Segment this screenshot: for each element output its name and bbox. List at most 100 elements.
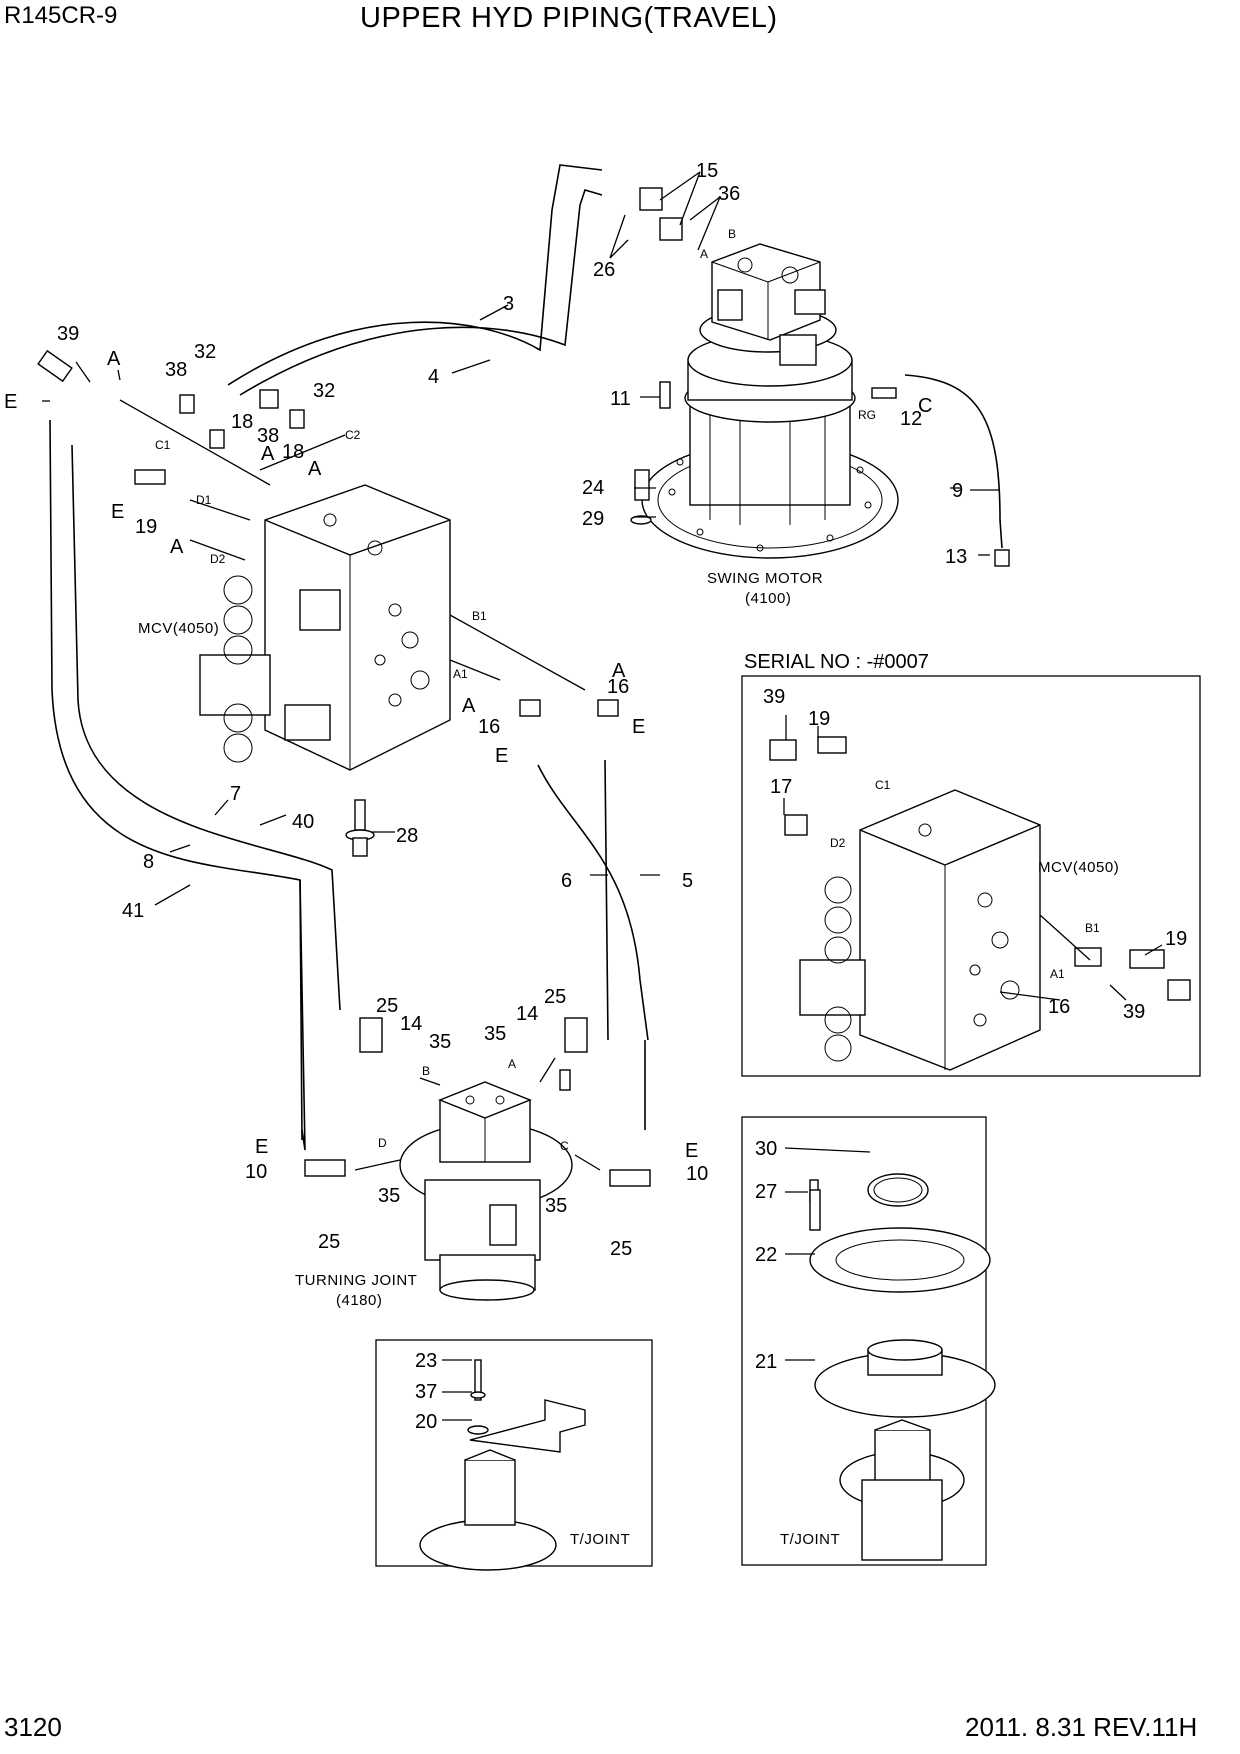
callout-10-left: 10: [245, 1161, 267, 1183]
callout-16-inset: 16: [1048, 996, 1070, 1018]
callout-13: 13: [945, 546, 967, 568]
callout-27: 27: [755, 1181, 777, 1203]
callout-4: 4: [428, 366, 439, 388]
callout-5: 5: [682, 870, 693, 892]
tjoint-right-assembly: [809, 1173, 996, 1561]
port-motor-rg: RG: [858, 408, 876, 422]
callout-26: 26: [593, 259, 615, 281]
port-inset-b1: B1: [1085, 921, 1100, 935]
port-inset-d2: D2: [830, 836, 846, 850]
caption-mcv-main: MCV(4050): [138, 620, 219, 637]
callout-18-left: 18: [231, 411, 253, 433]
callout-39-top: 39: [57, 323, 79, 345]
callout-38-top: 38: [165, 359, 187, 381]
callout-25-left: 25: [376, 995, 398, 1017]
callout-24: 24: [582, 477, 604, 499]
fittings: [37, 187, 1191, 1231]
callout-22: 22: [755, 1244, 777, 1266]
callout-14-right: 14: [516, 1003, 538, 1025]
caption-mcv-inset: MCV(4050): [1038, 859, 1119, 876]
callout-32-right: 32: [313, 380, 335, 402]
port-c2: C2: [345, 428, 361, 442]
port-tj-a: A: [508, 1057, 516, 1071]
caption-swing-motor-code: (4100): [745, 590, 791, 607]
callout-25-lower-right: 25: [610, 1238, 632, 1260]
caption-turning-joint-code: (4180): [336, 1292, 382, 1309]
port-tj-b: B: [422, 1064, 430, 1078]
callout-10-right: 10: [686, 1163, 708, 1185]
callout-21: 21: [755, 1351, 777, 1373]
callout-30: 30: [755, 1138, 777, 1160]
letter-a-left: A: [170, 536, 184, 558]
hoses: [49, 164, 1003, 1151]
letter-e-right: E: [632, 716, 645, 738]
callout-28: 28: [396, 825, 418, 847]
callout-11: 11: [610, 388, 631, 410]
caption-swing-motor: SWING MOTOR: [707, 570, 823, 587]
letter-e-lower-right: E: [685, 1140, 698, 1162]
callout-23: 23: [415, 1350, 437, 1372]
callout-35-lower-right: 35: [545, 1195, 567, 1217]
callout-32-top: 32: [194, 341, 216, 363]
inset-control-valve: [799, 789, 1041, 1071]
revision-date: 2011. 8.31 REV.11H: [965, 1712, 1198, 1742]
port-tj-c: C: [560, 1139, 569, 1153]
turning-joint: [399, 1081, 573, 1301]
callout-29: 29: [582, 508, 604, 530]
callout-35-lower-left: 35: [378, 1185, 400, 1207]
callout-25-lower-left: 25: [318, 1231, 340, 1253]
callout-39-inset-bottom: 39: [1123, 1001, 1145, 1023]
letter-e-lower-left: E: [255, 1136, 268, 1158]
letter-e-left: E: [111, 501, 124, 523]
callout-8: 8: [143, 851, 154, 873]
port-d1: D1: [196, 493, 212, 507]
port-b1: B1: [472, 609, 487, 623]
callout-25-right: 25: [544, 986, 566, 1008]
caption-turning-joint: TURNING JOINT: [295, 1272, 417, 1289]
letter-a-right: A: [308, 458, 322, 480]
tjoint-left-assembly: [419, 1359, 586, 1571]
port-a1: A1: [453, 667, 468, 681]
callout-41: 41: [122, 900, 144, 922]
serial-inset-box: [741, 675, 1201, 1077]
letter-a-b1: A: [612, 660, 626, 682]
leader-lines: [42, 171, 1163, 1421]
letter-e-top: E: [4, 391, 17, 413]
callout-9: 9: [952, 480, 963, 502]
page-title: UPPER HYD PIPING(TRAVEL): [360, 2, 778, 34]
callout-36: 36: [718, 183, 740, 205]
port-inset-c1: C1: [875, 778, 891, 792]
callout-16-right: 16: [607, 676, 629, 698]
letter-a-a1: A: [462, 695, 476, 717]
callout-19-inset-right: 19: [1165, 928, 1187, 950]
port-motor-a: A: [700, 247, 708, 261]
callout-37: 37: [415, 1381, 437, 1403]
callout-7: 7: [230, 783, 241, 805]
swing-motor: [641, 243, 899, 559]
caption-serial-no: SERIAL NO : -#0007: [744, 651, 929, 673]
port-inset-a1: A1: [1050, 967, 1065, 981]
callout-3: 3: [503, 293, 514, 315]
callout-35-left: 35: [429, 1031, 451, 1053]
page-number: 3120: [4, 1712, 62, 1742]
letter-e-mid: E: [495, 745, 508, 767]
callout-18-right: 18: [282, 441, 304, 463]
callout-19-inset-top: 19: [808, 708, 830, 730]
port-motor-b: B: [728, 227, 736, 241]
letter-c: C: [918, 395, 932, 417]
callout-14-left: 14: [400, 1013, 422, 1035]
caption-tjoint-left: T/JOINT: [570, 1531, 630, 1548]
model-number: R145CR-9: [4, 2, 118, 29]
callout-19-main: 19: [135, 516, 157, 538]
callout-35-right: 35: [484, 1023, 506, 1045]
callout-12: 12: [900, 408, 922, 430]
callout-39-inset-top: 39: [763, 686, 785, 708]
callout-17: 17: [770, 776, 792, 798]
callout-15: 15: [696, 160, 718, 182]
port-tj-d: D: [378, 1136, 387, 1150]
port-d2: D2: [210, 552, 226, 566]
letter-a-top: A: [107, 348, 121, 370]
letter-a-mid: A: [261, 443, 275, 465]
port-c1: C1: [155, 438, 171, 452]
